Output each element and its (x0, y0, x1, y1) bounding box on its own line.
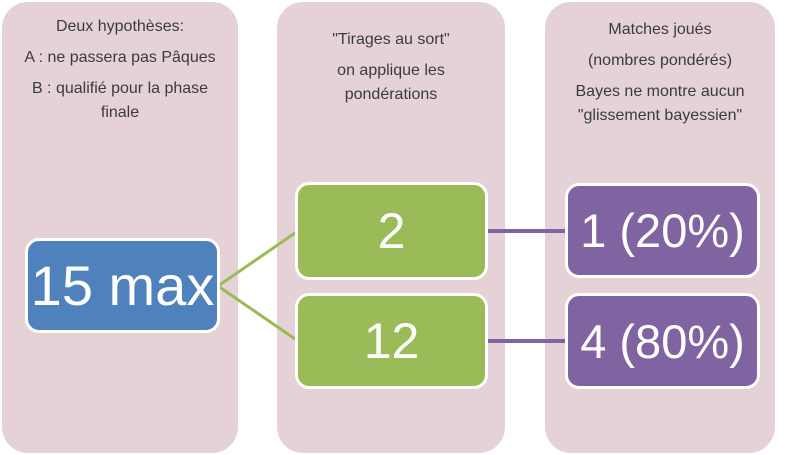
header-line: A : ne passera pas Pâques (24, 49, 216, 66)
node-leaf-bottom-label: 4 (80%) (580, 314, 745, 368)
node-root-15-max: 15 max (25, 238, 220, 333)
header-line: B : qualifié pour la phase (31, 80, 209, 97)
header-line: finale (100, 104, 140, 121)
panel-hypotheses-header: Deux hypothèses: A : ne passera pas Pâqu… (2, 2, 238, 125)
header-line: "glissement bayessien" (577, 107, 743, 124)
node-leaf-bottom: 4 (80%) (565, 293, 760, 389)
header-line: pondérations (344, 86, 438, 103)
node-root-label: 15 max (30, 254, 215, 317)
node-branch-bottom-label: 12 (363, 313, 420, 369)
header-line: Matches joués (608, 21, 712, 38)
node-branch-top-label: 2 (377, 203, 406, 259)
node-branch-top: 2 (295, 182, 488, 280)
node-leaf-top-label: 1 (20%) (580, 204, 745, 257)
panel-tirages-header: "Tirages au sort" on applique les pondér… (277, 2, 505, 107)
header-line: Bayes ne montre aucun (575, 83, 745, 100)
header-line: Deux hypothèses: (55, 18, 185, 35)
panel-matches-header: Matches joués (nombres pondérés) Bayes n… (545, 2, 775, 128)
panel-hypotheses: Deux hypothèses: A : ne passera pas Pâqu… (2, 2, 238, 453)
header-line: "Tirages au sort" (332, 31, 450, 48)
node-branch-bottom: 12 (295, 293, 488, 389)
header-line: (nombres pondérés) (587, 52, 733, 69)
header-line: on applique les (337, 62, 445, 79)
node-leaf-top: 1 (20%) (565, 183, 760, 278)
